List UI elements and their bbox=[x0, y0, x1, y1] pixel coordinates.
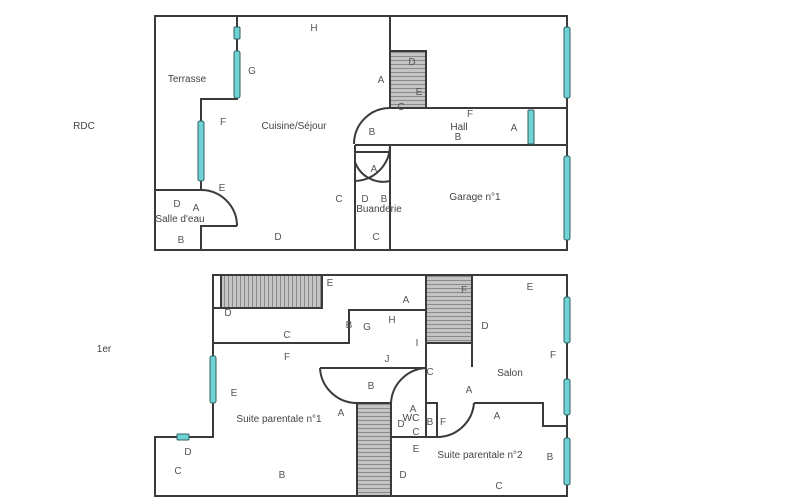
floor-label-rdc: RDC bbox=[73, 121, 95, 132]
wall-marker: F bbox=[219, 117, 227, 128]
wall-marker: H bbox=[388, 315, 396, 326]
window bbox=[176, 433, 190, 441]
window bbox=[563, 26, 571, 99]
wall-marker: D bbox=[397, 419, 405, 430]
wall-marker: A bbox=[192, 203, 200, 214]
room-label: Suite parentale n°2 bbox=[437, 450, 523, 461]
wall-marker: A bbox=[337, 408, 345, 419]
wall-marker: A bbox=[370, 164, 378, 175]
wall-marker: E bbox=[412, 444, 420, 455]
room-label: Salle d'eau bbox=[155, 214, 205, 225]
landing-arc-left bbox=[319, 367, 358, 405]
wall-marker: A bbox=[510, 123, 518, 134]
1er-staircase-top bbox=[220, 274, 323, 309]
wall-marker: F bbox=[283, 352, 291, 363]
wall-marker: J bbox=[384, 354, 390, 365]
wall-marker: B bbox=[177, 235, 185, 246]
hall-door-arc bbox=[353, 107, 391, 145]
suite2-top-wall bbox=[474, 402, 567, 427]
buanderie-door-arc-1 bbox=[354, 144, 391, 182]
wall-marker: E bbox=[230, 388, 238, 399]
wall-marker: E bbox=[326, 278, 334, 289]
window bbox=[563, 296, 571, 344]
room-label: Salon bbox=[497, 368, 523, 379]
1er-outer-wall bbox=[154, 274, 568, 497]
window bbox=[233, 26, 241, 40]
wall-marker: F bbox=[549, 350, 557, 361]
room-label: Buanderie bbox=[356, 204, 402, 215]
wall-marker: D bbox=[408, 57, 416, 68]
wall-marker: F bbox=[439, 417, 447, 428]
wall-marker: C bbox=[426, 367, 434, 378]
terrace-wall bbox=[200, 16, 238, 190]
wall-marker: F bbox=[466, 109, 474, 120]
wall-marker: H bbox=[310, 23, 318, 34]
wall-marker: E bbox=[415, 87, 423, 98]
wall-marker: B bbox=[367, 381, 375, 392]
wall-marker: D bbox=[361, 194, 369, 205]
1er-staircase-right bbox=[425, 274, 473, 344]
wall-marker: C bbox=[412, 427, 420, 438]
window bbox=[563, 155, 571, 241]
wall-marker: A bbox=[377, 75, 385, 86]
wall-marker: A bbox=[465, 385, 473, 396]
salle-eau-door-arc bbox=[200, 189, 238, 227]
window bbox=[197, 120, 205, 182]
wall-marker: D bbox=[224, 308, 232, 319]
wall-marker: A bbox=[402, 295, 410, 306]
wall-marker: C bbox=[283, 330, 291, 341]
window bbox=[209, 355, 217, 404]
wall-marker: I bbox=[415, 338, 419, 349]
wall-marker: B bbox=[454, 132, 462, 143]
window bbox=[563, 378, 571, 416]
wall-marker: E bbox=[526, 282, 534, 293]
room-label: Suite parentale n°1 bbox=[236, 414, 322, 425]
window bbox=[563, 437, 571, 486]
room-label: WC bbox=[402, 413, 420, 424]
window bbox=[527, 109, 535, 145]
wall-marker: D bbox=[173, 199, 181, 210]
wall-marker: B bbox=[380, 194, 388, 205]
room-label: Garage n°1 bbox=[449, 192, 501, 203]
room-label: Cuisine/Séjour bbox=[261, 121, 327, 132]
rdc-staircase bbox=[389, 50, 427, 109]
suite2-door-arc bbox=[436, 402, 475, 439]
room-label: Hall bbox=[450, 122, 468, 133]
floor-1er bbox=[154, 274, 571, 497]
wall-marker: D bbox=[184, 447, 192, 458]
wc-right-wall bbox=[426, 402, 438, 437]
wall-marker: G bbox=[248, 66, 256, 77]
rdc-outer-wall bbox=[154, 15, 568, 251]
wall-marker: C bbox=[372, 232, 380, 243]
floor-rdc bbox=[154, 15, 571, 251]
wall-marker: F bbox=[460, 285, 468, 296]
wall-marker: A bbox=[409, 404, 417, 415]
room-label: Terrasse bbox=[167, 74, 207, 85]
wall-marker: D bbox=[274, 232, 282, 243]
landing-arc-right bbox=[390, 367, 427, 404]
buanderie-door-arc bbox=[354, 161, 391, 183]
wall-marker: E bbox=[218, 183, 226, 194]
salle-eau-wall-2 bbox=[200, 225, 237, 250]
wall-marker: B bbox=[426, 417, 434, 428]
wall-marker: D bbox=[481, 321, 489, 332]
wall-marker: G bbox=[363, 322, 371, 333]
wall-marker: B bbox=[368, 127, 376, 138]
wall-marker: B bbox=[278, 470, 286, 481]
1er-staircase-bottom bbox=[356, 402, 392, 497]
wall-marker: B bbox=[546, 452, 554, 463]
corridor-wall bbox=[213, 309, 426, 344]
wall-marker: C bbox=[397, 102, 405, 113]
wall-marker: B bbox=[345, 320, 353, 331]
wall-marker: A bbox=[493, 411, 501, 422]
wall-marker: C bbox=[495, 481, 503, 492]
wall-marker: D bbox=[399, 470, 407, 481]
wall-marker: C bbox=[174, 466, 182, 477]
window bbox=[233, 50, 241, 99]
wall-marker: C bbox=[335, 194, 343, 205]
floor-label-1er: 1er bbox=[96, 344, 112, 355]
